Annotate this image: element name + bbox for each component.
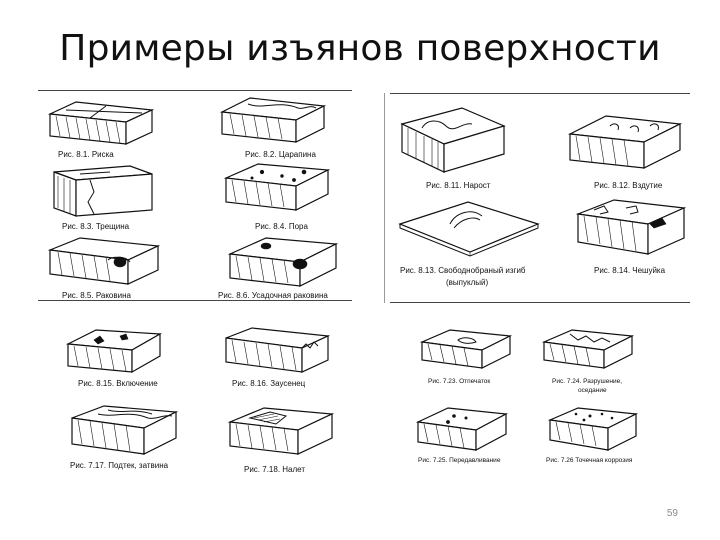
figure-free-bend [396,198,542,260]
caption-fig-8-1: Рис. 8.1. Риска [58,150,114,159]
figure-pore [222,160,332,218]
figure-pitting-corrosion [546,404,640,454]
caption-fig-8-3: Рис. 8.3. Трещина [62,222,129,231]
caption-fig-8-15: Рис. 8.15. Включение [78,379,158,388]
caption-fig-8-14: Рис. 8.14. Чешуйка [594,266,665,275]
right-top-rule [390,93,690,94]
figure-crack [50,162,156,220]
caption-fig-8-11: Рис. 8.11. Нарост [426,181,490,190]
caption-fig-7-17: Рис. 7.17. Подтек, затвина [70,461,168,470]
figure-burr [222,326,332,376]
figure-growth [398,104,508,176]
caption-fig-8-13-line2: (выпуклый) [446,278,488,287]
caption-fig-7-23: Рис. 7.23. Отпечаток [428,378,490,385]
caption-fig-8-16: Рис. 8.16. Заусенец [232,379,305,388]
figure-inclusion [64,326,164,376]
figure-shrinkage-cavity [226,234,340,290]
right-mid-rule [390,302,690,303]
caption-fig-7-24-line1: Рис. 7.24. Разрушение, [552,378,622,385]
slide-title: Примеры изъянов поверхности [0,28,720,69]
caption-fig-7-26: Рис. 7.26 Точечная коррозия [546,457,632,464]
caption-fig-8-4: Рис. 8.4. Пора [255,222,308,231]
vertical-divider [384,93,385,303]
figure-imprint [418,326,514,372]
page-number: 59 [667,508,678,519]
figure-blister [566,112,684,172]
caption-fig-8-5: Рис. 8.5. Раковина [62,291,131,300]
caption-fig-7-18: Рис. 7.18. Налет [244,465,305,474]
caption-fig-7-25: Рис. 7.25. Передавливание [418,457,500,464]
figure-overpressing [414,404,510,454]
caption-fig-8-2: Рис. 8.2. Царапина [245,150,316,159]
figure-destruction [540,326,636,372]
figure-cavity [46,236,162,288]
figure-scratch-line [46,100,156,148]
left-top-rule [38,90,352,91]
caption-fig-8-6: Рис. 8.6. Усадочная раковина [218,291,328,300]
left-mid-rule [38,300,352,301]
caption-fig-8-12: Рис. 8.12. Вздутие [594,181,662,190]
figure-flake [574,196,688,260]
figure-scratch [218,96,328,146]
caption-fig-8-13-line1: Рис. 8.13. Свободнобраный изгиб [400,266,526,275]
caption-fig-7-24-line2: оседание [578,387,607,394]
figure-streak [68,404,180,458]
figure-deposit [226,404,336,458]
